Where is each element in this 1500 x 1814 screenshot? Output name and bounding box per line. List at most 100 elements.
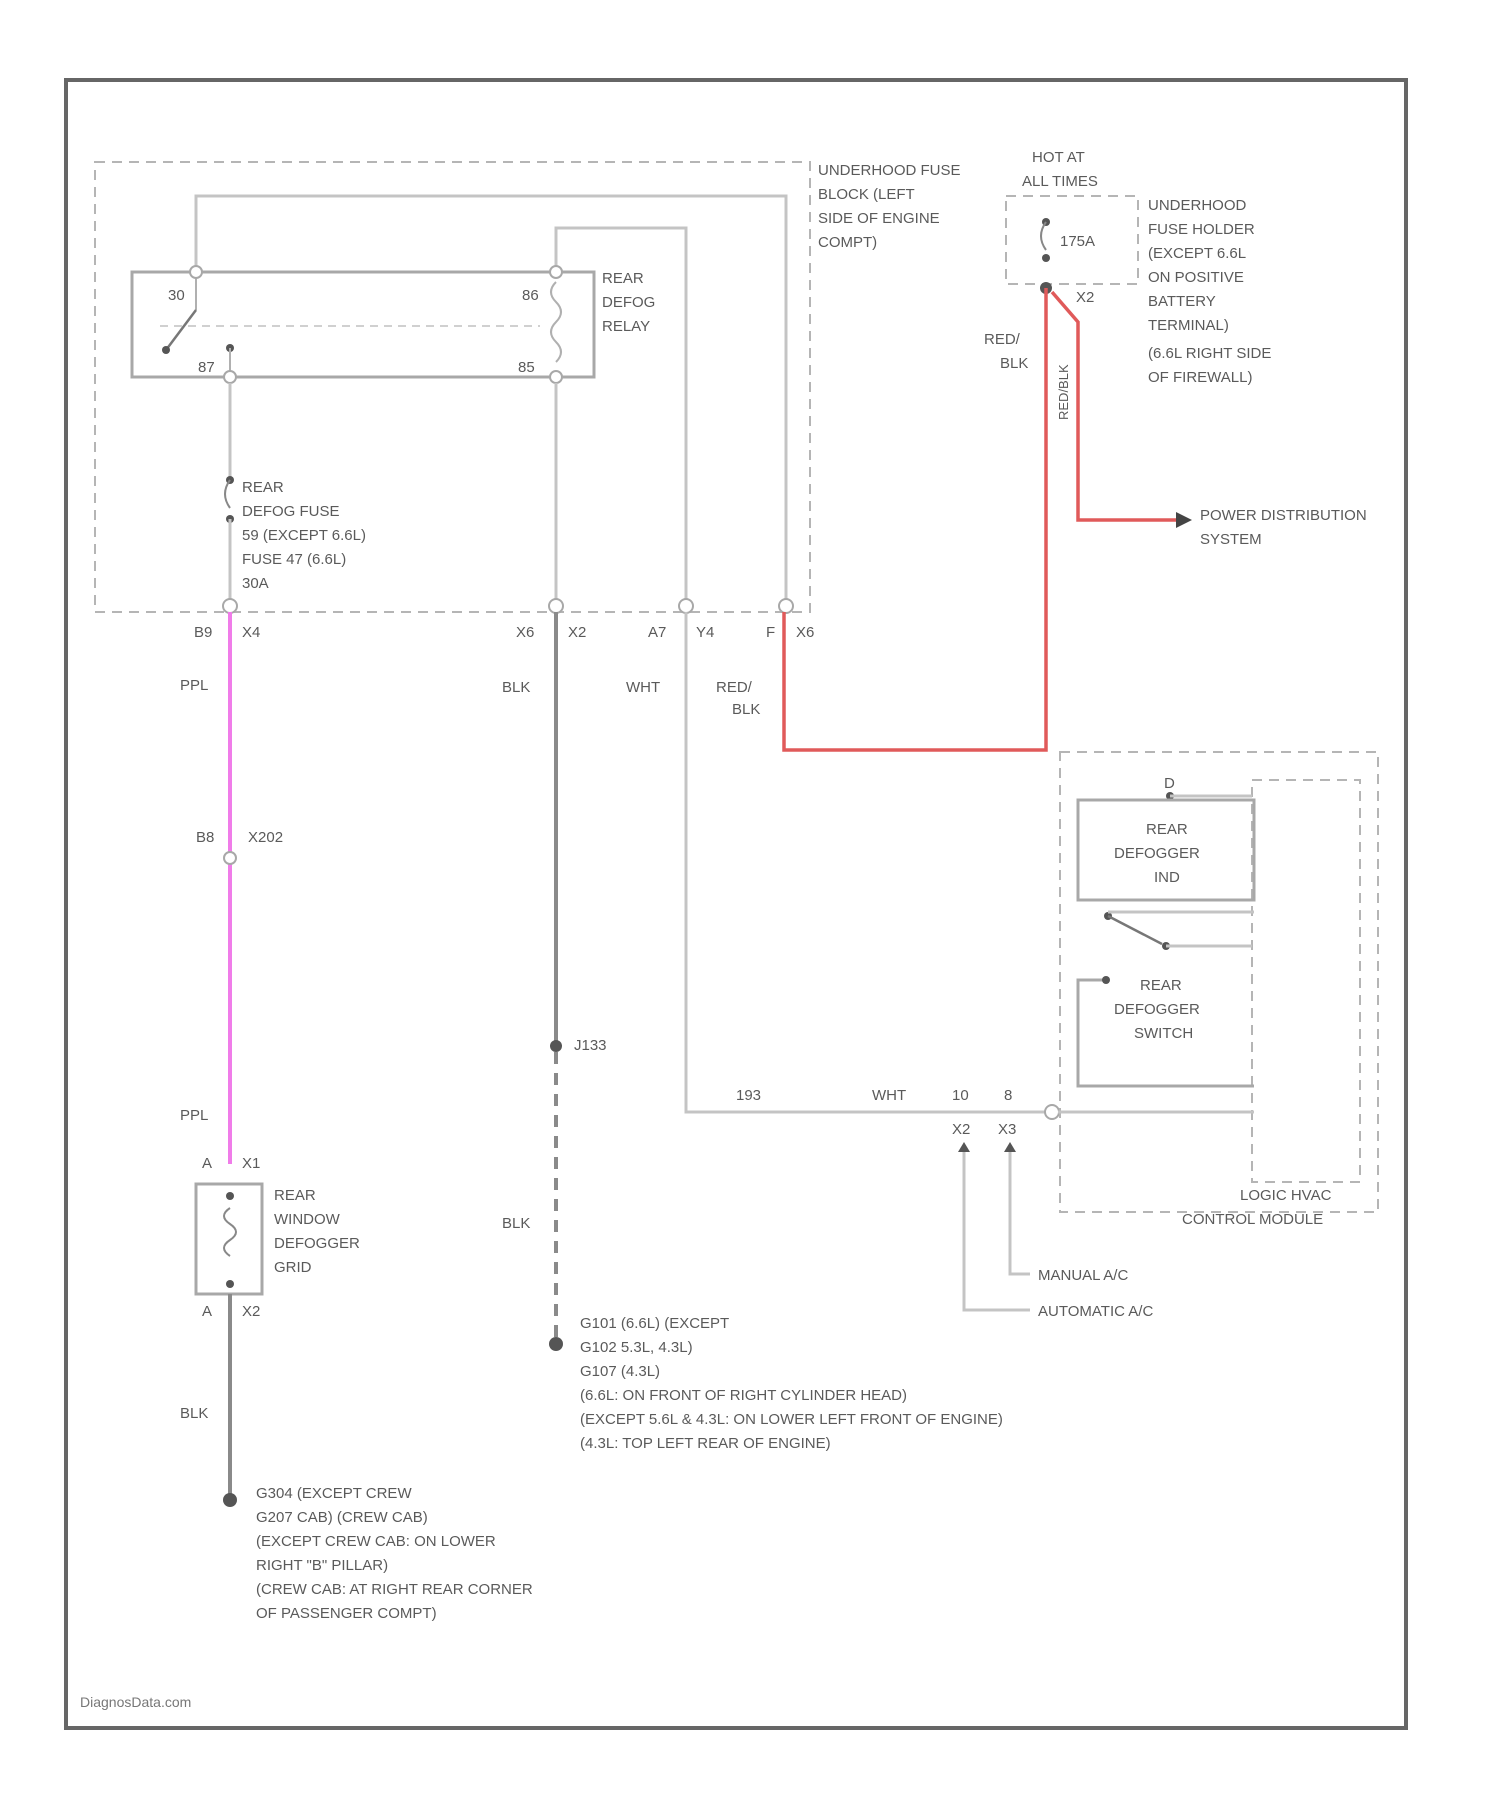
relay-switch-pivot bbox=[162, 346, 170, 354]
svg-text:OF FIREWALL): OF FIREWALL) bbox=[1148, 369, 1252, 386]
hvac-conn-x3: X3 bbox=[998, 1121, 1016, 1138]
conn-label-x6: X6 bbox=[796, 624, 814, 641]
svg-text:DEFOG FUSE: DEFOG FUSE bbox=[242, 503, 340, 520]
hvac-conn-x2: X2 bbox=[952, 1121, 970, 1138]
circuit-193: 193 bbox=[736, 1087, 761, 1104]
svg-text:UNDERHOOD: UNDERHOOD bbox=[1148, 197, 1247, 214]
connector-x202-pin: B8 bbox=[196, 829, 214, 846]
wire-color-wht: WHT bbox=[626, 679, 660, 696]
lead-automatic-ac bbox=[964, 1148, 1030, 1310]
svg-text:G101 (6.6L) (EXCEPT: G101 (6.6L) (EXCEPT bbox=[580, 1315, 729, 1332]
svg-text:RELAY: RELAY bbox=[602, 318, 650, 335]
svg-text:OF PASSENGER COMPT): OF PASSENGER COMPT) bbox=[256, 1605, 437, 1622]
relay-pin-87: 87 bbox=[198, 359, 215, 376]
arrow-right-icon bbox=[1176, 512, 1192, 528]
conn-label-y4: Y4 bbox=[696, 624, 714, 641]
wire-color-blk-grid: BLK bbox=[180, 1405, 208, 1422]
watermark: DiagnosData.com bbox=[80, 1694, 191, 1710]
pin-label-a7: A7 bbox=[648, 624, 666, 641]
svg-text:DEFOGGER: DEFOGGER bbox=[1114, 845, 1200, 862]
underhood-fuse-block-outline bbox=[95, 162, 810, 612]
indicator-pin-d-label: D bbox=[1164, 775, 1175, 792]
svg-text:DEFOG: DEFOG bbox=[602, 294, 655, 311]
automatic-ac-label: AUTOMATIC A/C bbox=[1038, 1303, 1153, 1320]
relay-pin-86: 86 bbox=[522, 287, 539, 304]
svg-text:WINDOW: WINDOW bbox=[274, 1211, 341, 1228]
svg-text:ALL TIMES: ALL TIMES bbox=[1022, 173, 1098, 190]
svg-text:SWITCH: SWITCH bbox=[1134, 1025, 1193, 1042]
svg-text:IND: IND bbox=[1154, 869, 1180, 886]
svg-text:ON POSITIVE: ON POSITIVE bbox=[1148, 269, 1244, 286]
hvac-pin-10: 10 bbox=[952, 1087, 969, 1104]
arrow-up-icon bbox=[958, 1142, 970, 1152]
svg-text:BLOCK (LEFT: BLOCK (LEFT bbox=[818, 186, 915, 203]
svg-text:LOGIC HVAC: LOGIC HVAC bbox=[1240, 1187, 1332, 1204]
wire-color-red: RED/ bbox=[984, 331, 1021, 348]
grid-conn-x2: X2 bbox=[242, 1303, 260, 1320]
svg-text:TERMINAL): TERMINAL) bbox=[1148, 317, 1229, 334]
svg-text:REAR: REAR bbox=[602, 270, 644, 287]
rear-defog-fuse-label: REAR DEFOG FUSE 59 (EXCEPT 6.6L) FUSE 47… bbox=[242, 479, 366, 592]
ground-g304-icon bbox=[223, 1493, 237, 1507]
svg-text:(EXCEPT 6.6L: (EXCEPT 6.6L bbox=[1148, 245, 1246, 262]
svg-text:RED/: RED/ bbox=[716, 679, 753, 696]
svg-text:30A: 30A bbox=[242, 575, 269, 592]
fuse-symbol bbox=[225, 480, 230, 508]
ground-g101-label: G101 (6.6L) (EXCEPT G102 5.3L, 4.3L) G10… bbox=[580, 1315, 1003, 1452]
svg-text:(6.6L: ON FRONT OF RIGHT CYLIN: (6.6L: ON FRONT OF RIGHT CYLINDER HEAD) bbox=[580, 1387, 907, 1404]
svg-text:59 (EXCEPT 6.6L): 59 (EXCEPT 6.6L) bbox=[242, 527, 366, 544]
svg-text:BLK: BLK bbox=[732, 701, 760, 718]
svg-text:SIDE OF ENGINE: SIDE OF ENGINE bbox=[818, 210, 940, 227]
svg-text:(4.3L: TOP LEFT REAR OF ENGINE: (4.3L: TOP LEFT REAR OF ENGINE) bbox=[580, 1435, 831, 1452]
grid-terminal-top bbox=[226, 1192, 234, 1200]
wire-color-red-blk-label: RED/ BLK bbox=[716, 679, 760, 718]
wire-color-wht-hvac: WHT bbox=[872, 1087, 906, 1104]
relay-switch-arm bbox=[166, 310, 196, 350]
connector-x202 bbox=[224, 852, 236, 864]
grid-pin-a-bottom: A bbox=[202, 1303, 212, 1320]
wire-color-blk: BLK bbox=[1000, 355, 1028, 372]
svg-text:DEFOGGER: DEFOGGER bbox=[1114, 1001, 1200, 1018]
pin-b9 bbox=[223, 599, 237, 613]
svg-text:RIGHT "B" PILLAR): RIGHT "B" PILLAR) bbox=[256, 1557, 388, 1574]
svg-text:REAR: REAR bbox=[1146, 821, 1188, 838]
underhood-fuse-block-label: UNDERHOOD FUSE BLOCK (LEFT SIDE OF ENGIN… bbox=[818, 162, 961, 251]
relay-pin-85: 85 bbox=[518, 359, 535, 376]
holder-fuse-symbol bbox=[1041, 222, 1046, 250]
svg-text:FUSE 47 (6.6L): FUSE 47 (6.6L) bbox=[242, 551, 346, 568]
power-distribution-label: POWER DISTRIBUTION SYSTEM bbox=[1200, 507, 1367, 548]
rear-defog-relay-label: REAR DEFOG RELAY bbox=[602, 270, 655, 335]
manual-ac-label: MANUAL A/C bbox=[1038, 1267, 1128, 1284]
splice-j133: J133 bbox=[574, 1037, 607, 1054]
svg-text:REAR: REAR bbox=[274, 1187, 316, 1204]
svg-text:G304 (EXCEPT CREW: G304 (EXCEPT CREW bbox=[256, 1485, 412, 1502]
wire-color-ppl-upper: PPL bbox=[180, 677, 208, 694]
svg-text:CONTROL MODULE: CONTROL MODULE bbox=[1182, 1211, 1323, 1228]
relay-terminal-85 bbox=[550, 371, 562, 383]
hvac-logic-block bbox=[1252, 780, 1360, 1182]
svg-text:POWER DISTRIBUTION: POWER DISTRIBUTION bbox=[1200, 507, 1367, 524]
wire-color-blk-relay: BLK bbox=[502, 679, 530, 696]
conn-label-x2: X2 bbox=[568, 624, 586, 641]
splice-j133-icon bbox=[550, 1040, 562, 1052]
wire-color-ppl-lower: PPL bbox=[180, 1107, 208, 1124]
svg-text:BATTERY: BATTERY bbox=[1148, 293, 1216, 310]
svg-text:(EXCEPT 5.6L & 4.3L: ON LOWER: (EXCEPT 5.6L & 4.3L: ON LOWER LEFT FRONT… bbox=[580, 1411, 1003, 1428]
ground-g304-label: G304 (EXCEPT CREW G207 CAB) (CREW CAB) (… bbox=[256, 1485, 533, 1622]
svg-text:SYSTEM: SYSTEM bbox=[1200, 531, 1262, 548]
svg-text:REAR: REAR bbox=[242, 479, 284, 496]
svg-text:COMPT): COMPT) bbox=[818, 234, 877, 251]
svg-text:DEFOGGER: DEFOGGER bbox=[274, 1235, 360, 1252]
svg-text:REAR: REAR bbox=[1140, 977, 1182, 994]
rear-window-defogger-grid-label: REAR WINDOW DEFOGGER GRID bbox=[274, 1187, 360, 1276]
underhood-fuse-holder-label: UNDERHOOD FUSE HOLDER (EXCEPT 6.6L ON PO… bbox=[1148, 197, 1271, 386]
pin-a7 bbox=[679, 599, 693, 613]
svg-text:FUSE HOLDER: FUSE HOLDER bbox=[1148, 221, 1255, 238]
svg-text:UNDERHOOD FUSE: UNDERHOOD FUSE bbox=[818, 162, 961, 179]
pin-label-b9: B9 bbox=[194, 624, 212, 641]
rear-defogger-ind-label: REAR DEFOGGER IND bbox=[1114, 821, 1200, 886]
relay-coil bbox=[551, 282, 561, 362]
grid-terminal-bottom bbox=[226, 1280, 234, 1288]
svg-text:(6.6L RIGHT SIDE: (6.6L RIGHT SIDE bbox=[1148, 345, 1271, 362]
